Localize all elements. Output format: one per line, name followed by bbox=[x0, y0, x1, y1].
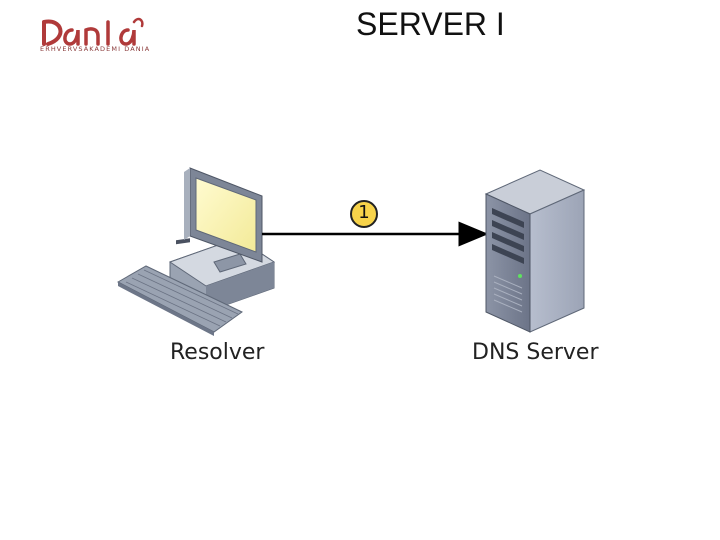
step-badge: 1 bbox=[350, 200, 378, 228]
step-circle bbox=[350, 200, 378, 228]
page-title: SERVER I bbox=[356, 6, 505, 42]
step-number: 1 bbox=[358, 202, 370, 223]
logo-subtitle: ERHVERVSAKADEMI DANIA bbox=[40, 45, 151, 53]
dania-logo-graphic bbox=[42, 17, 144, 46]
resolver-label: Resolver bbox=[170, 340, 265, 365]
server-icon bbox=[484, 169, 586, 333]
computer-icon bbox=[116, 167, 276, 336]
dns-server-label: DNS Server bbox=[472, 340, 599, 365]
